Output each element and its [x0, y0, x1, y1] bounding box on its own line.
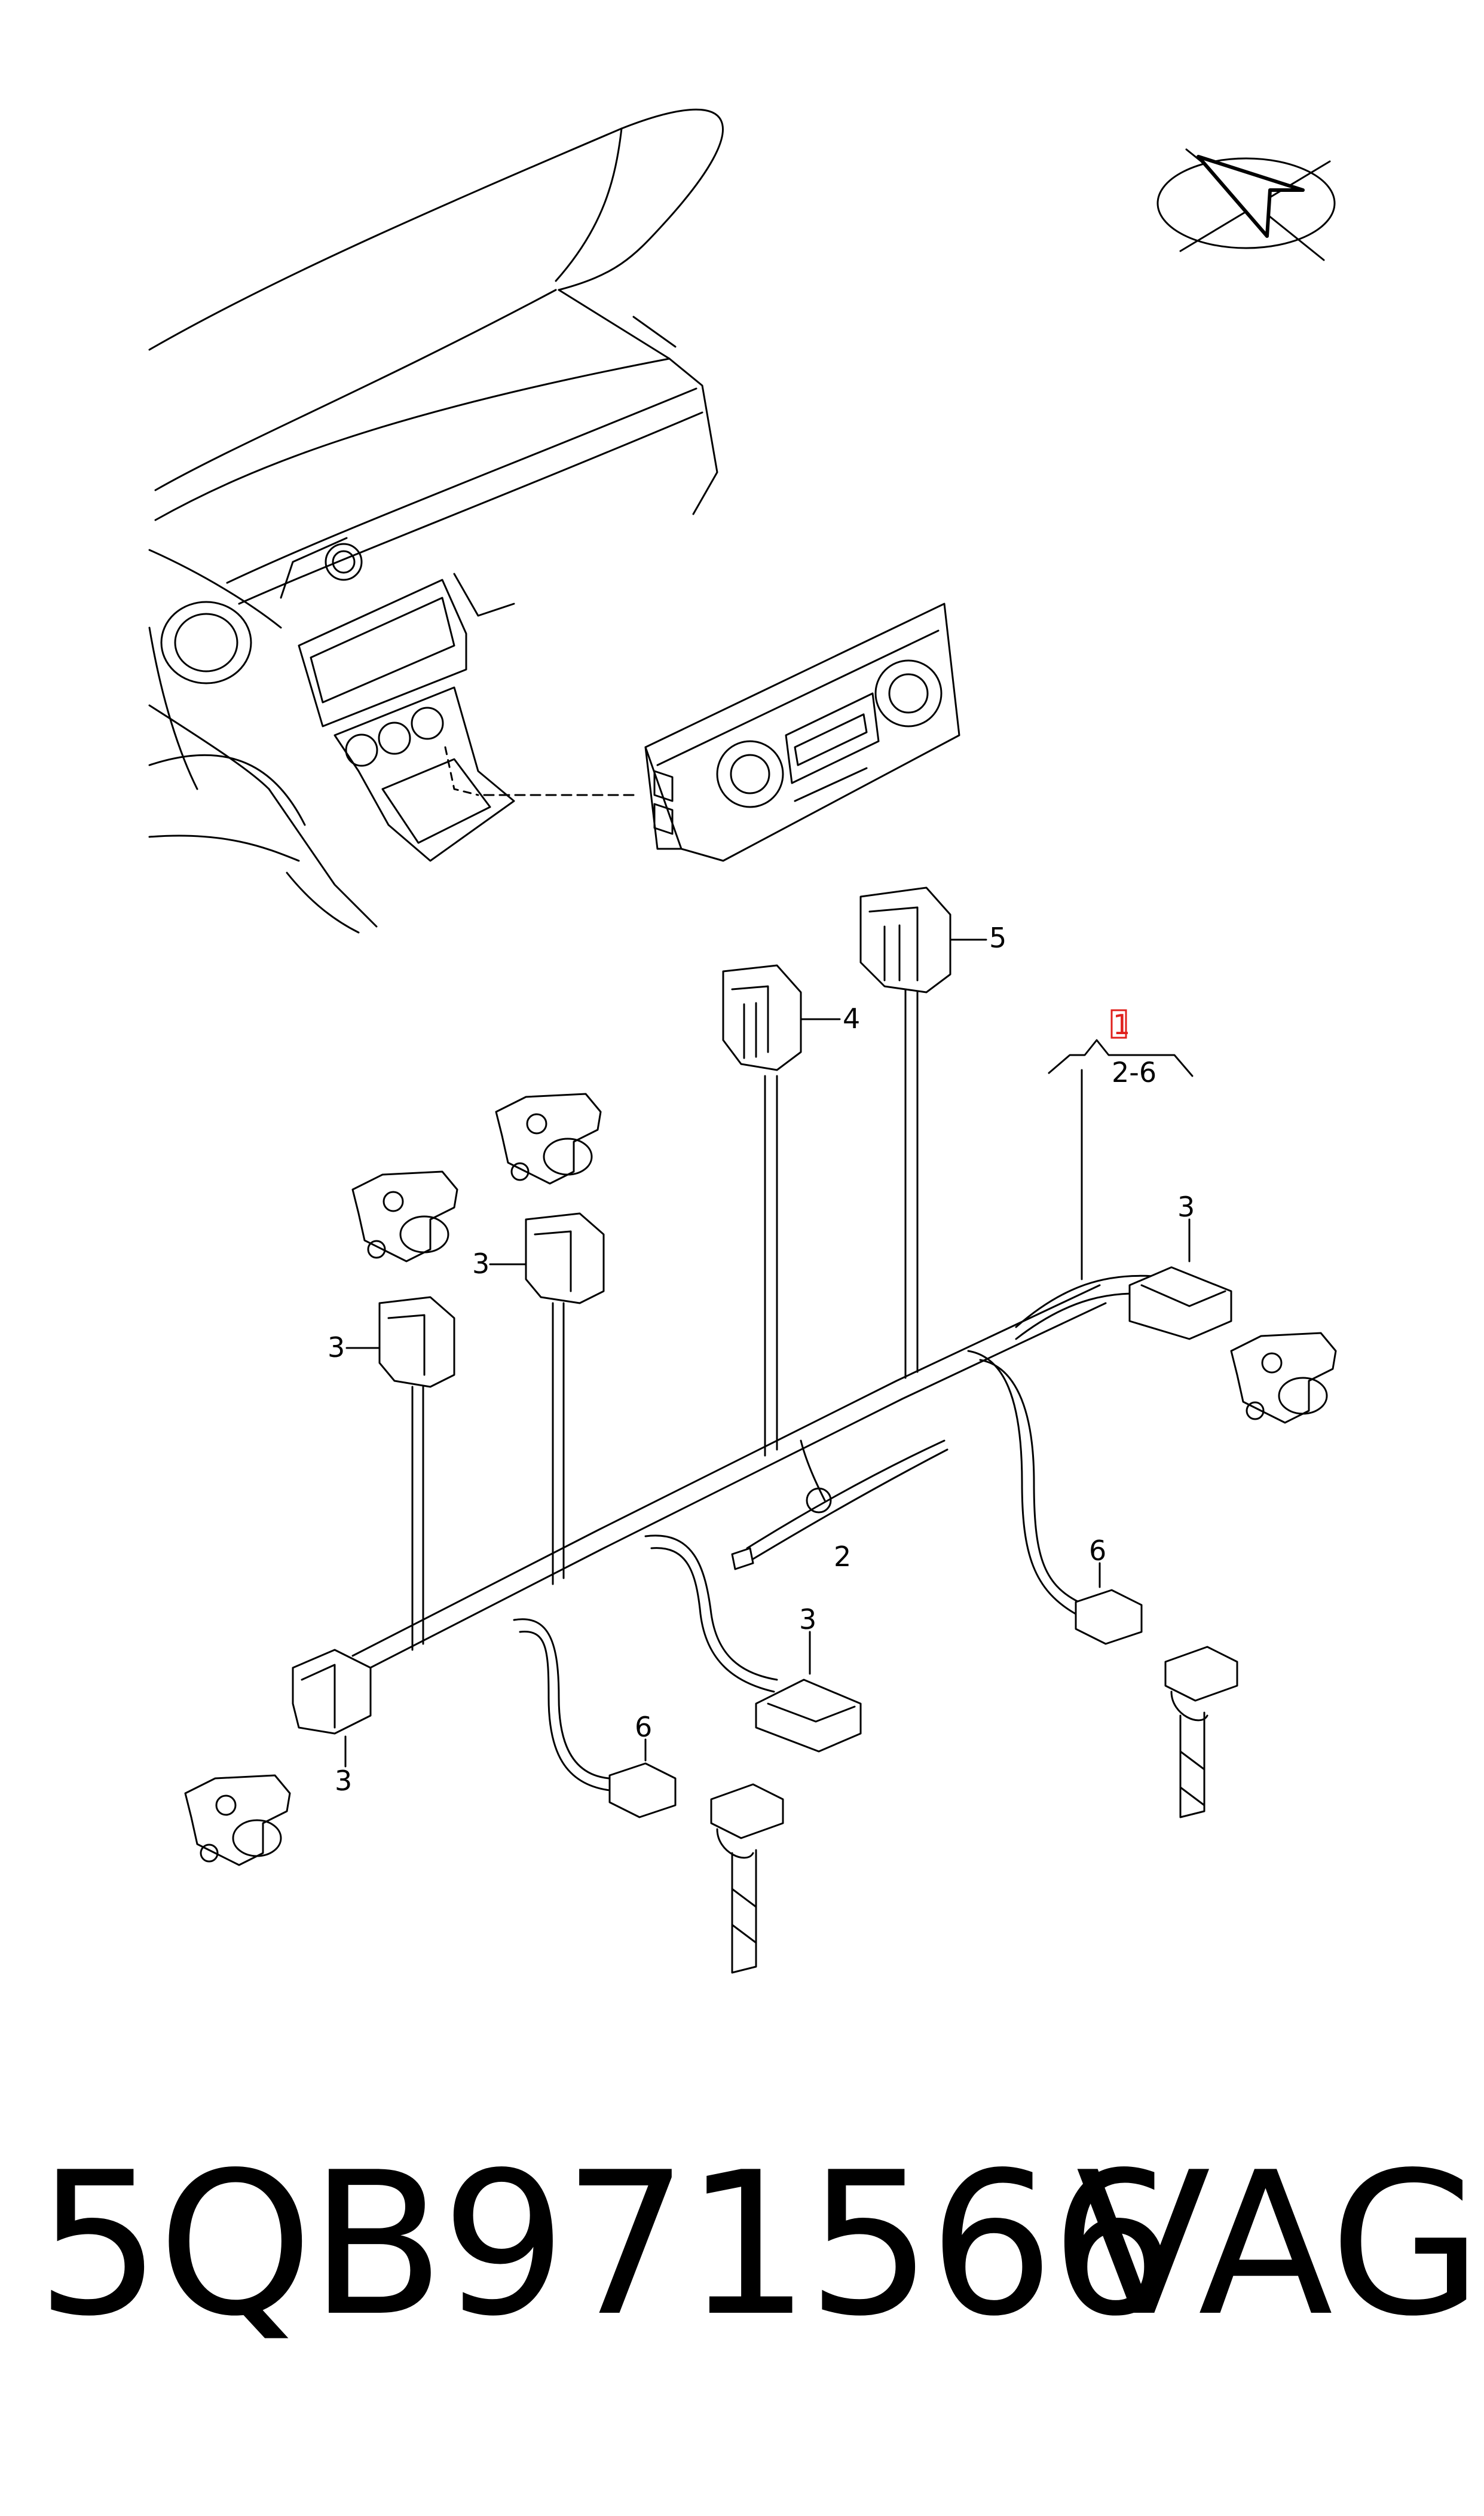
- servomotor-right: [1230, 1332, 1337, 1424]
- callout-2-label: 2: [834, 1540, 851, 1573]
- connector-3-bottom-left: [292, 1649, 372, 1768]
- callout-6-left-label: 6: [635, 1711, 652, 1743]
- servomotor-bottom-left: [184, 1774, 291, 1866]
- connector-3-bottom-middle: [755, 1631, 862, 1753]
- connector-3-upper-left: [345, 1296, 455, 1388]
- callout-5-label: 5: [989, 922, 1006, 954]
- callout-1-label: 1: [1113, 1008, 1130, 1041]
- callout-6-right-label: 6: [1089, 1534, 1106, 1567]
- dashboard-illustration: [148, 108, 724, 934]
- wiring-harness-diagram: 1 2-6 5 4 3 3 3 2 6 3 6 3: [148, 108, 1337, 1974]
- temperature-sensor-left: [710, 1783, 784, 1974]
- callout-3-top-right-label: 3: [1177, 1191, 1195, 1223]
- range-2-6-label: 2-6: [1112, 1056, 1156, 1089]
- part-number: 5QB971566: [36, 2130, 1176, 2359]
- connector-4: [722, 964, 841, 1071]
- callout-1-highlight: [1110, 1009, 1127, 1039]
- callout-3-upper-left-label: 3: [328, 1331, 345, 1364]
- connector-3-top-right: [1128, 1218, 1232, 1340]
- servomotor-upper-left: [351, 1170, 458, 1262]
- orientation-compass-icon: [1156, 148, 1336, 261]
- connector-6-left: [608, 1738, 677, 1818]
- temperature-sensor-right: [1164, 1646, 1238, 1818]
- footer: 5QB971566 VAG: [0, 2146, 1484, 2445]
- callout-3-bottom-left-label: 3: [335, 1765, 352, 1797]
- connector-5: [859, 886, 987, 993]
- harness-main-trunk: [351, 985, 1155, 1792]
- callout-3-mid-left-label: 3: [472, 1248, 489, 1280]
- sensor-2-element: [731, 1547, 754, 1570]
- connector-3-mid-left: [489, 1212, 605, 1304]
- brand-name: VAG: [1076, 2130, 1483, 2359]
- range-bracket: [1048, 1039, 1194, 1077]
- climate-control-unit: [644, 603, 960, 862]
- callout-3-bottom-middle-label: 3: [799, 1603, 816, 1635]
- callout-4-label: 4: [843, 1002, 860, 1035]
- servomotor-top-center: [495, 1093, 602, 1185]
- connector-6-right: [1075, 1562, 1143, 1645]
